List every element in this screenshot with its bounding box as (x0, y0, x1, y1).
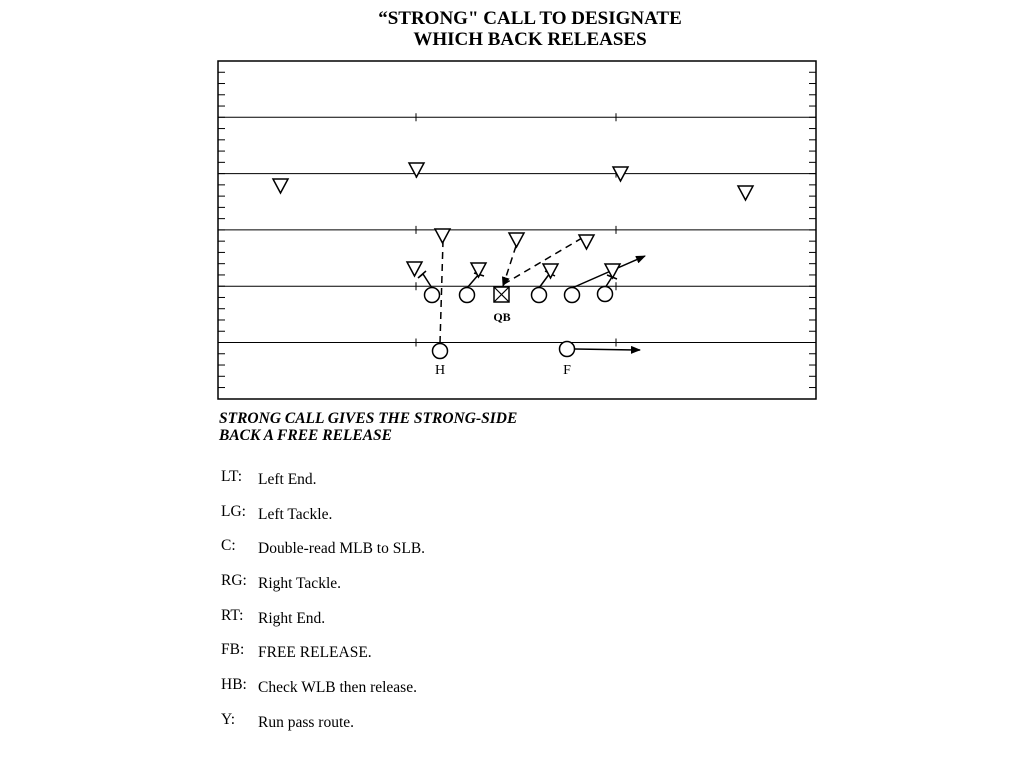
page-title: “STRONG" CALL TO DESIGNATE WHICH BACK RE… (0, 8, 1024, 50)
offense-players (423, 285, 614, 360)
player-right-tackle (563, 286, 581, 304)
h-label: H (435, 363, 445, 378)
title-line-2: WHICH BACK RELEASES (413, 29, 647, 50)
defender-left-end (405, 261, 424, 278)
defender-right-end (603, 263, 622, 280)
defender-right-corner (736, 185, 755, 202)
assignment-position: FB: (221, 641, 245, 659)
player-center (493, 286, 510, 303)
lg-block (466, 273, 480, 289)
routes (417, 237, 646, 354)
defender-slb (577, 234, 596, 251)
player-f-back (558, 340, 576, 358)
player-right-end (596, 285, 614, 303)
assignment-text: Left End. (258, 471, 317, 488)
assignment-text: FREE RELEASE. (258, 644, 372, 662)
title-line-1: “STRONG" CALL TO DESIGNATE (378, 8, 682, 29)
assignment-position: HB: (221, 676, 247, 694)
h-back-read-route (439, 240, 444, 344)
assignment-position: RG: (221, 572, 247, 590)
assignment-text: Left Tackle. (258, 505, 333, 523)
assignment-position: RT: (221, 606, 244, 624)
qb-label: QB (493, 310, 510, 324)
defender-left-corner (271, 178, 290, 195)
diagram-caption: STRONG CALL GIVES THE STRONG-SIDE BACK A… (219, 410, 517, 444)
slb-read-route (503, 237, 583, 285)
caption-line-1: STRONG CALL GIVES THE STRONG-SIDE (219, 410, 518, 427)
defender-strong-safety (611, 166, 630, 183)
defense-players (271, 162, 755, 280)
f-back-free-release-route (574, 345, 641, 354)
football-field (217, 60, 817, 400)
assignment-text: Run pass route. (258, 713, 355, 731)
assignment-text: Right End. (258, 609, 326, 627)
caption-line-2: BACK A FREE RELEASE (219, 427, 393, 444)
player-h-back (431, 342, 449, 360)
f-label: F (563, 363, 571, 378)
mlb-read-route (501, 245, 517, 287)
assignment-text: Check WLB then release. (258, 679, 417, 697)
yard-lines (218, 116, 816, 343)
defender-weak-safety (407, 162, 426, 179)
player-right-guard (530, 286, 548, 304)
assignment-position: LT: (221, 468, 243, 485)
defender-wlb (433, 228, 452, 245)
rg-block (538, 272, 551, 289)
assignment-position: LG: (221, 502, 246, 520)
assignment-text: Right Tackle. (258, 575, 342, 593)
defender-right-tackle (541, 263, 560, 280)
defender-left-tackle (469, 262, 488, 279)
defender-mlb (507, 232, 526, 249)
assignment-text: Double-read MLB to SLB. (258, 540, 426, 558)
player-left-tackle (423, 286, 441, 304)
player-left-guard (458, 286, 476, 304)
assignment-position: C: (221, 537, 236, 555)
lt-block (417, 270, 433, 289)
assignment-position: Y: (221, 710, 236, 728)
